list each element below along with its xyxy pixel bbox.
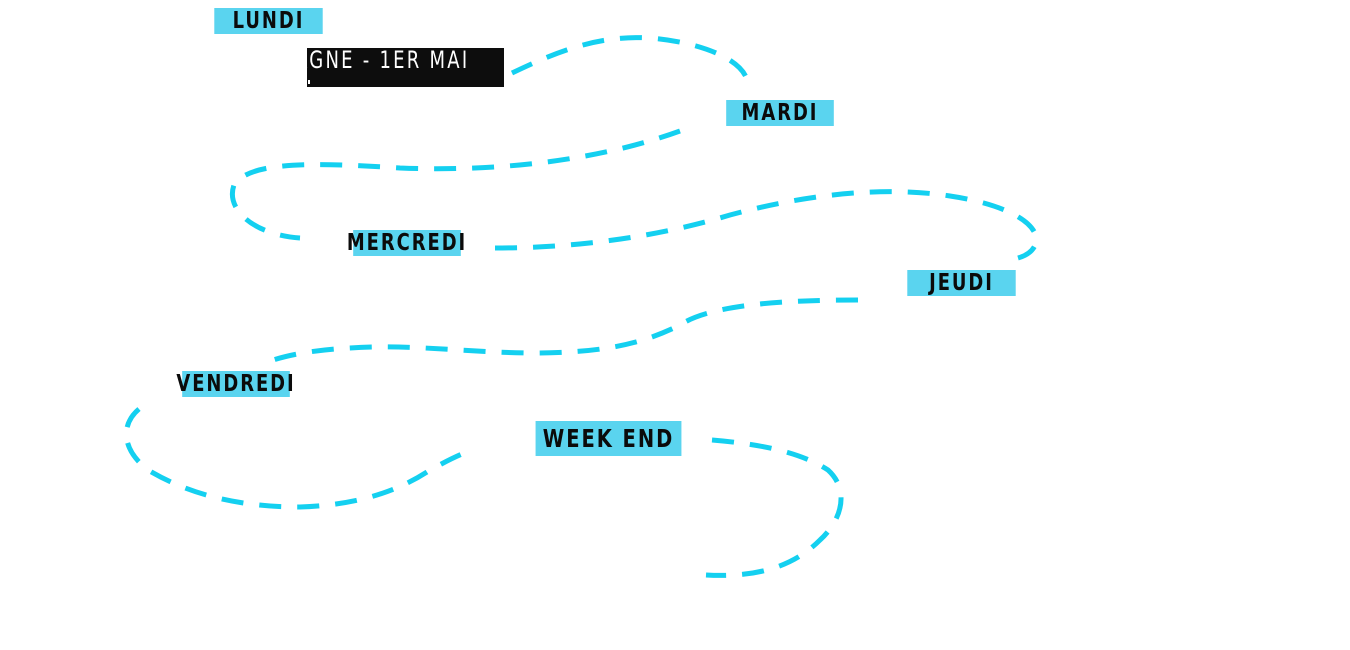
day-label-lundi[interactable]: LUNDI <box>214 8 323 34</box>
day-label-mardi[interactable]: MARDI <box>726 100 834 126</box>
route-segment-mercredi-jeudi <box>494 189 1039 261</box>
route-segment-mardi-mercredi <box>229 128 681 241</box>
marquee-track: AGNE - 1ER MAI <box>307 48 504 78</box>
route-segment-jeudi-vendredi <box>269 297 859 364</box>
route-segment-weekend-end <box>705 437 844 578</box>
day-label-mercredi[interactable]: MERCREDI <box>346 230 468 256</box>
day-label-weekend[interactable]: WEEK END <box>535 421 682 456</box>
marquee-fragment <box>308 80 310 84</box>
announcement-marquee: AGNE - 1ER MAI <box>307 48 504 87</box>
day-label-vendredi[interactable]: VENDREDI <box>176 371 296 397</box>
day-label-jeudi[interactable]: JEUDI <box>907 270 1016 296</box>
marquee-text: AGNE - 1ER MAI <box>307 48 470 74</box>
route-segment-lundi-mardi <box>510 35 751 87</box>
route-segment-vendredi-weekend <box>123 407 471 510</box>
